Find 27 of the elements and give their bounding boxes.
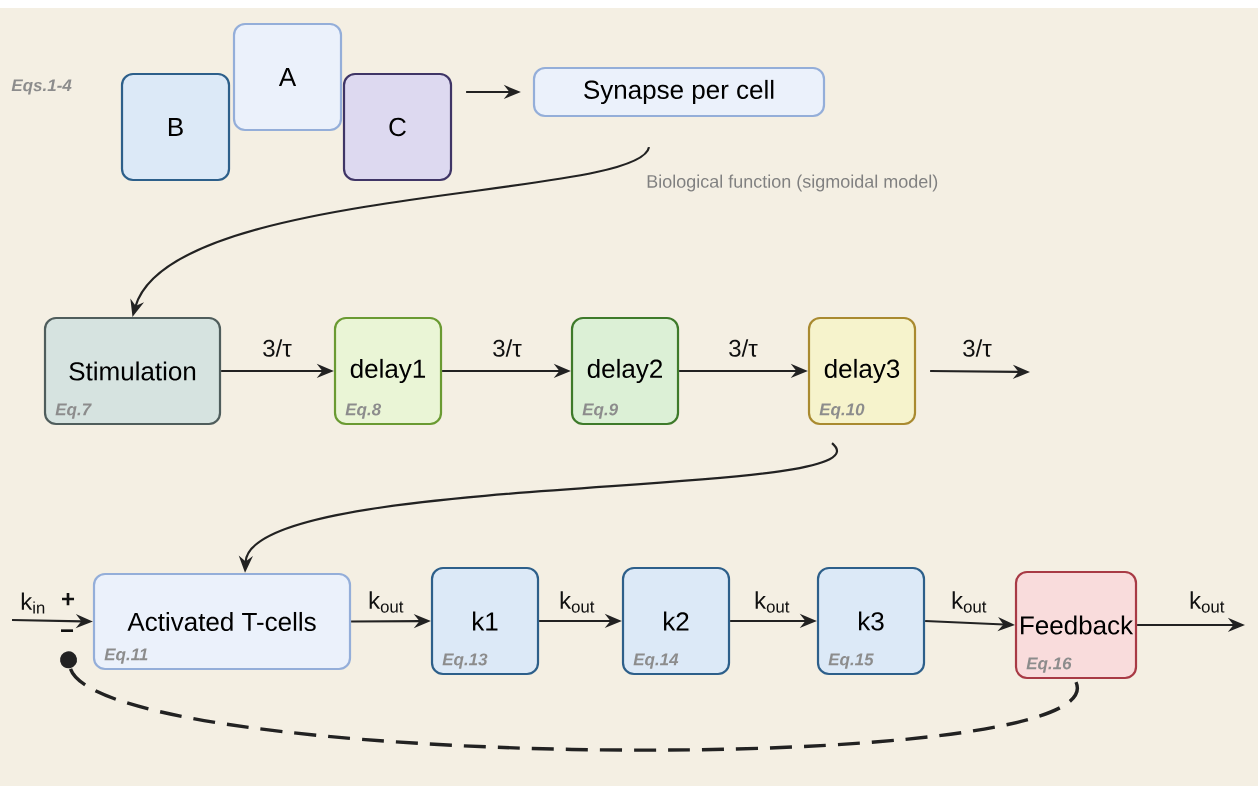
edge-label: 3/τ bbox=[963, 339, 992, 357]
edge-label: k$_{in}$ bbox=[21, 592, 45, 614]
process-box: Stimulation Eq.7 bbox=[43, 316, 222, 426]
equation-note: Eqs.1-4 bbox=[11, 79, 72, 95]
process-box: k3 Eq.15 bbox=[816, 566, 926, 676]
process-box: Activated T-cells Eq.11 bbox=[92, 572, 352, 671]
process-box: k1 Eq.13 bbox=[430, 566, 540, 676]
process-box: Synapse per cell bbox=[532, 66, 826, 118]
process-box: B bbox=[120, 72, 231, 182]
sign-label: − bbox=[61, 629, 74, 632]
process-box: k2 Eq.14 bbox=[621, 566, 731, 676]
process-box: A bbox=[232, 22, 343, 132]
edge-label: 3/τ bbox=[729, 339, 758, 357]
edge-label: Biological function (sigmoidal model) bbox=[647, 174, 938, 192]
process-box: delay3 Eq.10 bbox=[807, 316, 917, 426]
edge-label: 3/τ bbox=[263, 339, 292, 357]
edge-label: k$_{out}$ bbox=[952, 591, 987, 613]
edge-label: 3/τ bbox=[493, 339, 522, 357]
edge-label: k$_{out}$ bbox=[369, 591, 404, 613]
process-box: delay2 Eq.9 bbox=[570, 316, 680, 426]
sign-label: + bbox=[62, 592, 75, 606]
edge-label: k$_{out}$ bbox=[755, 591, 790, 613]
edge-label: k$_{out}$ bbox=[560, 591, 595, 613]
process-box: Feedback Eq.16 bbox=[1014, 570, 1138, 680]
edge-label: k$_{out}$ bbox=[1190, 591, 1225, 613]
process-box: delay1 Eq.8 bbox=[333, 316, 443, 426]
process-box: C bbox=[342, 72, 453, 182]
